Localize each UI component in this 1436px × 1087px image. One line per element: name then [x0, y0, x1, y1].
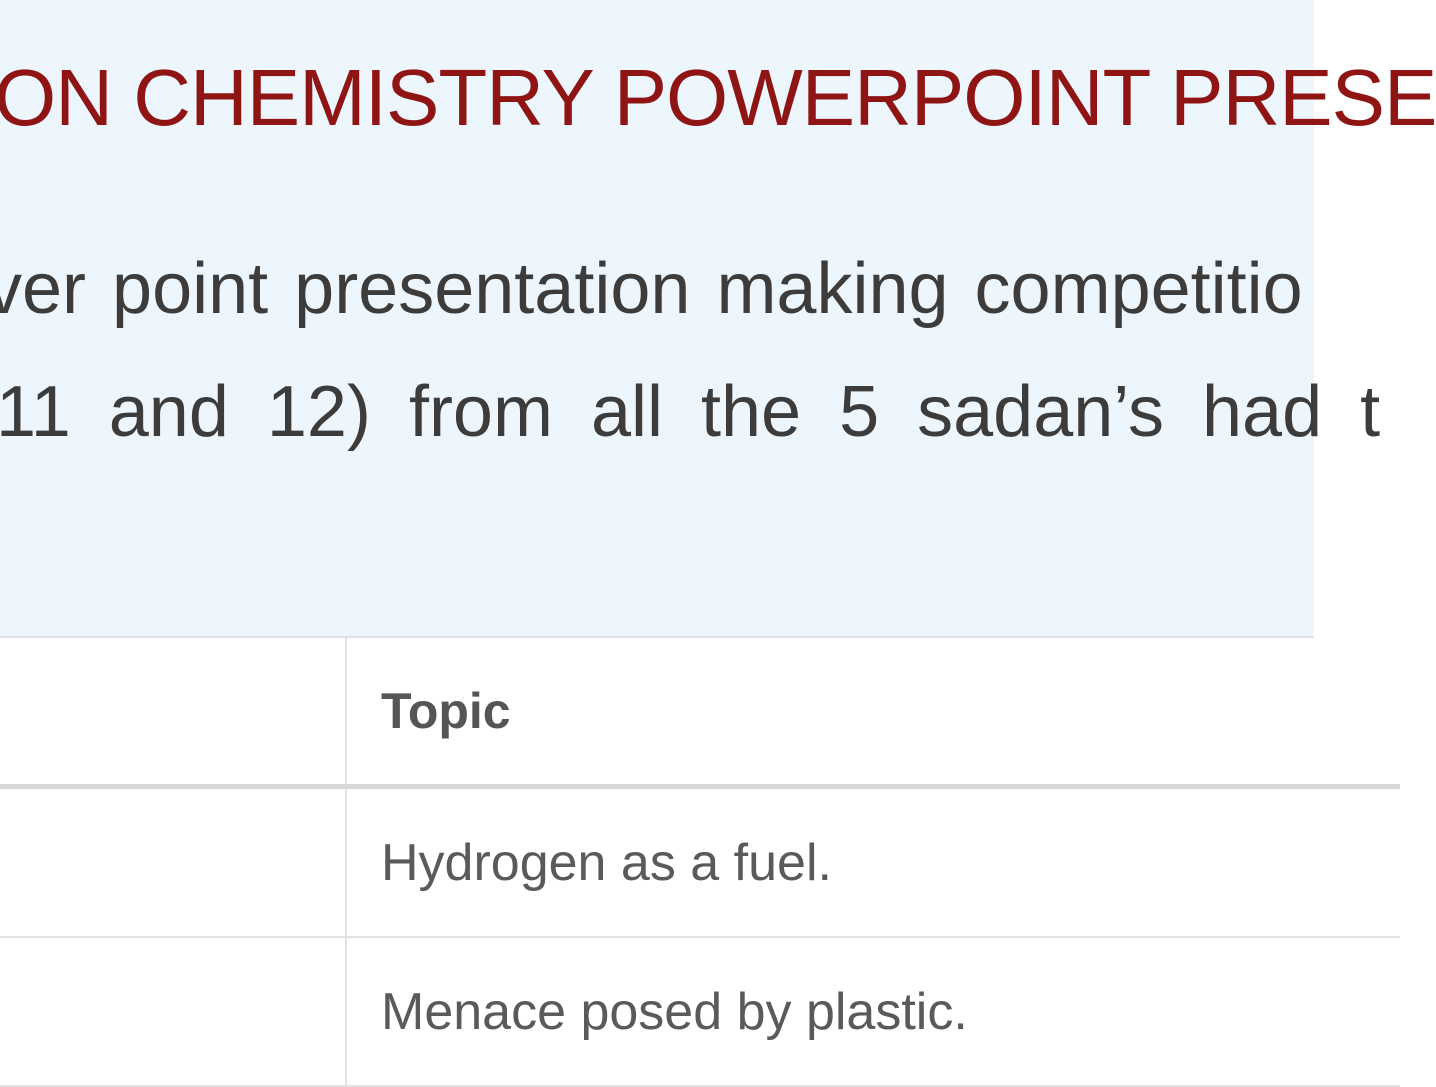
- table-row: Menace posed by plastic.: [0, 937, 1400, 1087]
- intro-paragraph-line-2: 11 and 12) from all the 5 sadan’s had t: [0, 372, 1381, 452]
- page-heading: ON CHEMISTRY POWERPOINT PRESE: [0, 53, 1436, 142]
- table-row: Hydrogen as a fuel.: [0, 786, 1400, 938]
- topics-table-container: Topic Hydrogen as a fuel. Menace posed b…: [0, 636, 1400, 1087]
- table-cell-topic: Hydrogen as a fuel.: [346, 786, 1400, 938]
- table-header-topic: Topic: [346, 638, 1400, 789]
- table-cell: [0, 786, 347, 938]
- table-header-row: Topic: [0, 638, 1400, 789]
- topics-table: Topic Hydrogen as a fuel. Menace posed b…: [0, 638, 1400, 1087]
- table-header-cell-1: [0, 638, 347, 789]
- intro-paragraph-line-1: ver point presentation making competitio: [0, 249, 1303, 329]
- table-cell: [0, 937, 347, 1087]
- table-cell-topic: Menace posed by plastic.: [346, 937, 1400, 1087]
- hero-banner: ON CHEMISTRY POWERPOINT PRESE ver point …: [0, 0, 1436, 636]
